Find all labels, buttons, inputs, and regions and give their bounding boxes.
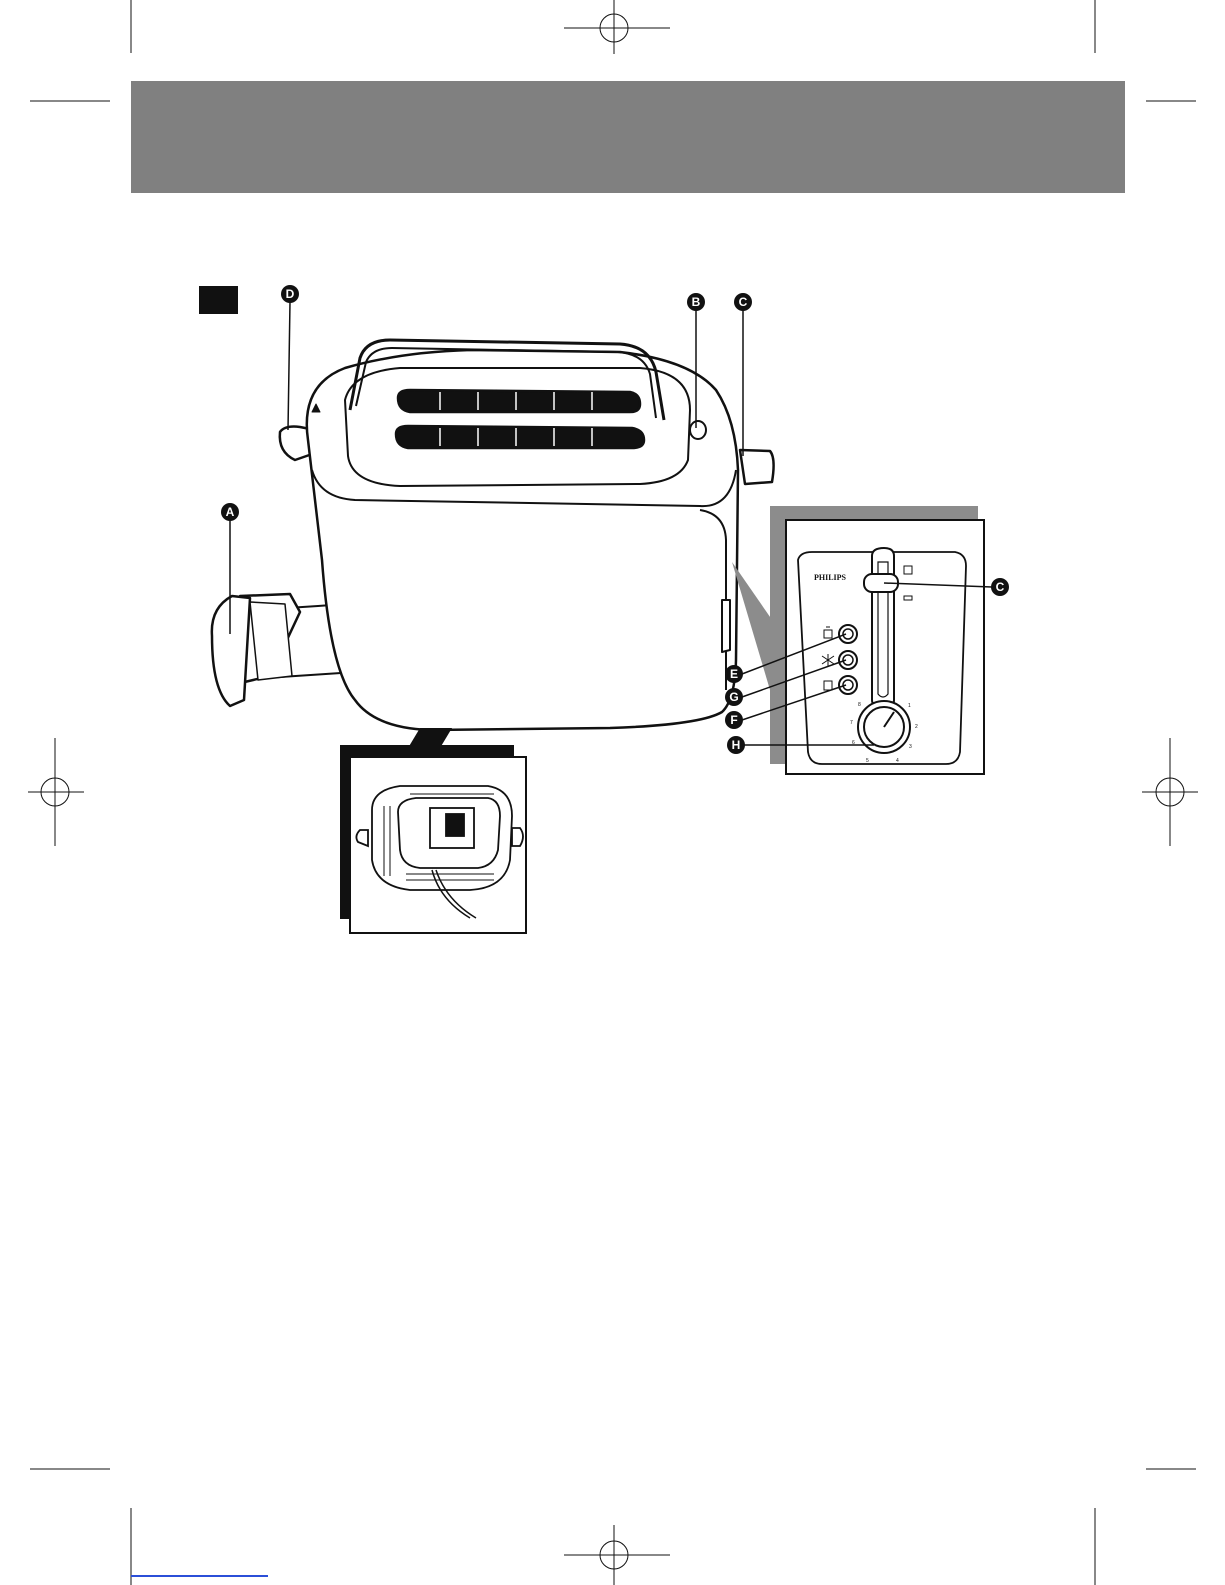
dial-number: 7 xyxy=(850,720,853,726)
cord-storage-inset xyxy=(340,728,526,933)
dial-number: 8 xyxy=(858,702,861,708)
dial-number: 5 xyxy=(866,758,869,764)
dial-number: 2 xyxy=(915,724,918,730)
callout-f-label: F xyxy=(730,713,737,727)
crop-marks xyxy=(30,0,1196,1585)
dial-number: 4 xyxy=(896,758,899,764)
callout-c-top-label: C xyxy=(739,295,748,309)
callout-e-label: E xyxy=(730,667,738,681)
callout-d-label: D xyxy=(286,287,295,301)
brand-label: PHILIPS xyxy=(814,573,847,582)
callout-c-panel-label: C xyxy=(996,580,1005,594)
registration-mark-bottom xyxy=(564,1525,670,1585)
callout-h-label: H xyxy=(732,738,741,752)
callout-a-label: A xyxy=(226,505,235,519)
callout-g-label: G xyxy=(729,690,738,704)
registration-mark-right xyxy=(1142,738,1198,846)
dial-number: 3 xyxy=(909,744,912,750)
toaster-illustration xyxy=(212,340,774,730)
registration-mark-left xyxy=(28,738,84,846)
page-bottom-rule xyxy=(131,1575,268,1577)
dial-number: 1 xyxy=(908,703,911,709)
callout-b-label: B xyxy=(692,295,701,309)
control-panel-inset xyxy=(732,506,984,774)
registration-mark-top xyxy=(564,0,670,54)
